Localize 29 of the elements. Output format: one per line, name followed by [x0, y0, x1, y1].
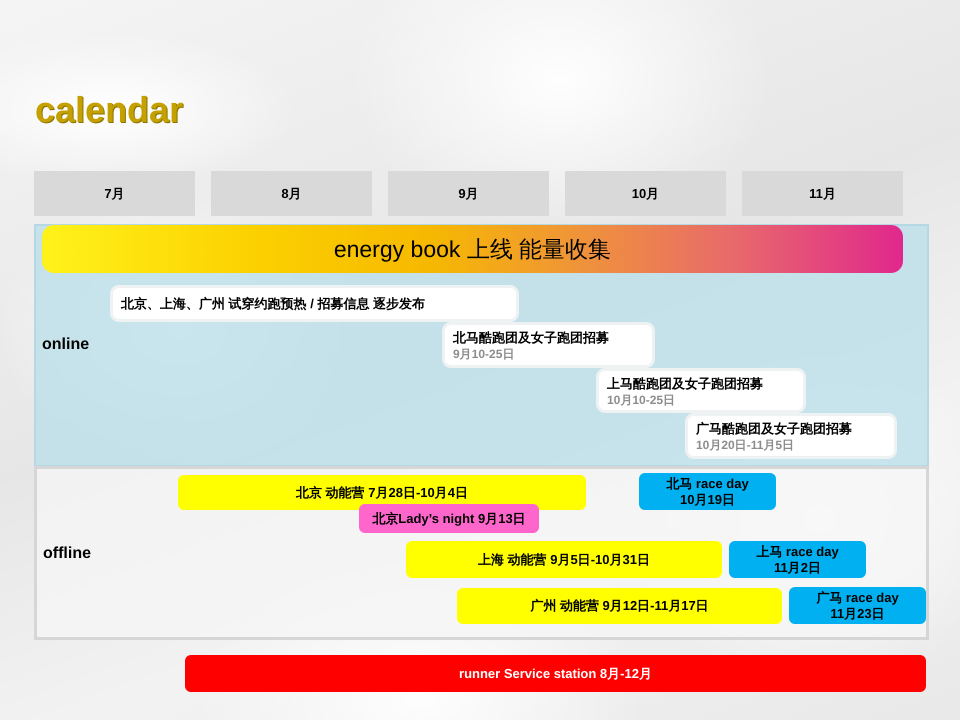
recruitment-card	[596, 368, 806, 413]
month-header: 10月	[565, 171, 726, 216]
month-header: 8月	[211, 171, 372, 216]
recruitment-card	[442, 322, 655, 368]
service-bar: runner Service station 8月-12月	[185, 655, 926, 692]
month-header: 7月	[34, 171, 195, 216]
race-day-tag: 北马 race day 10月19日	[639, 473, 776, 510]
event-bar: 北京 动能营 7月28日-10月4日	[178, 475, 586, 510]
race-day-tag: 广马 race day 11月23日	[789, 587, 926, 624]
online-band	[34, 224, 929, 467]
event-bar: 广州 动能营 9月12日-11月17日	[457, 588, 782, 624]
date-range: 9月10-25日	[453, 346, 514, 363]
card-title: 北马酷跑团及女子跑团招募	[453, 329, 609, 346]
row-label: online	[42, 336, 90, 354]
race-day-tag: 上马 race day 11月2日	[729, 541, 866, 578]
recruitment-card	[685, 413, 897, 459]
month-header: 9月	[388, 171, 549, 216]
month-header: 11月	[742, 171, 903, 216]
event-bar: 北京Lady’s night 9月13日	[359, 504, 539, 533]
date-range: 10月10-25日	[607, 392, 676, 409]
slide-title: calendar	[35, 88, 184, 132]
event-bar: 上海 动能营 9月5日-10月31日	[406, 541, 722, 578]
card-title: 上马酷跑团及女子跑团招募	[607, 375, 763, 392]
row-label: offline	[43, 545, 91, 563]
card-title: 广马酷跑团及女子跑团招募	[696, 420, 852, 437]
date-range: 10月20日-11月5日	[696, 437, 794, 454]
campaign-bar: energy book 上线 能量收集	[42, 225, 903, 273]
offline-band	[34, 466, 929, 640]
schedule-card: 北京、上海、广州 试穿约跑预热 / 招募信息 逐步发布	[110, 285, 519, 322]
